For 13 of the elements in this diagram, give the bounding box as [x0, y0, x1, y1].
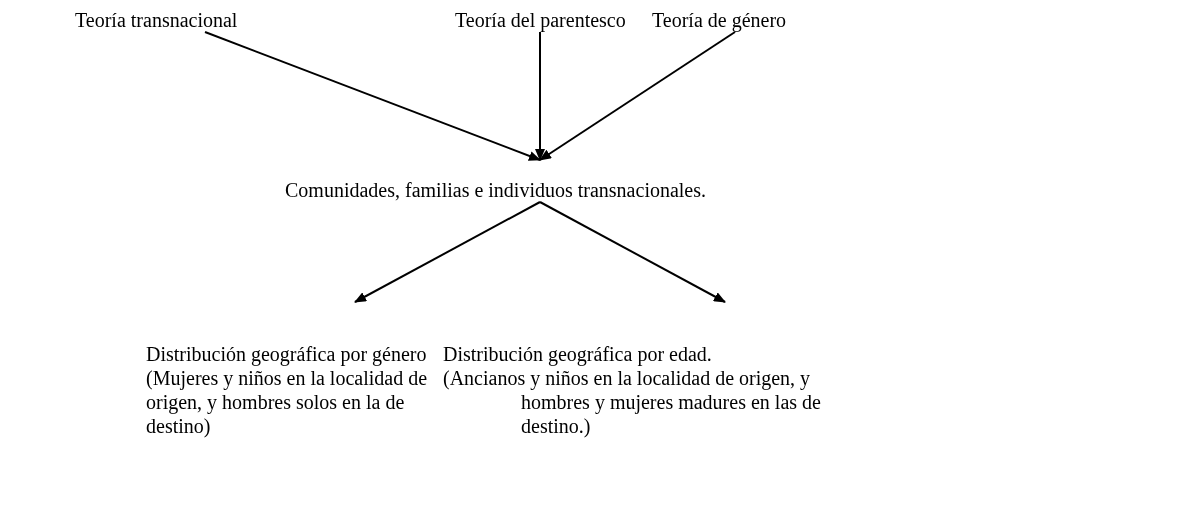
arrow: [354, 201, 541, 303]
node-label: Teoría de género: [652, 8, 787, 32]
node-label: Distribución geográfica por género: [146, 342, 427, 366]
arrow: [535, 31, 545, 161]
node-label: Teoría del parentesco: [455, 8, 626, 32]
node-label: Teoría transnacional: [75, 8, 238, 32]
node-description: (Mujeres y niños en la localidad de origen, y hombres solos en la de destino): [146, 366, 429, 438]
arrow: [204, 31, 541, 161]
node-label: Comunidades, familias e individuos transnacionales.: [285, 178, 707, 202]
arrow: [539, 31, 736, 161]
node-description: (Ancianos y niños en la localidad de origen, y hombres y mujeres madures en las de destino.): [443, 366, 822, 438]
node-label: Distribución geográfica por edad.: [443, 342, 712, 366]
arrow: [539, 201, 726, 303]
